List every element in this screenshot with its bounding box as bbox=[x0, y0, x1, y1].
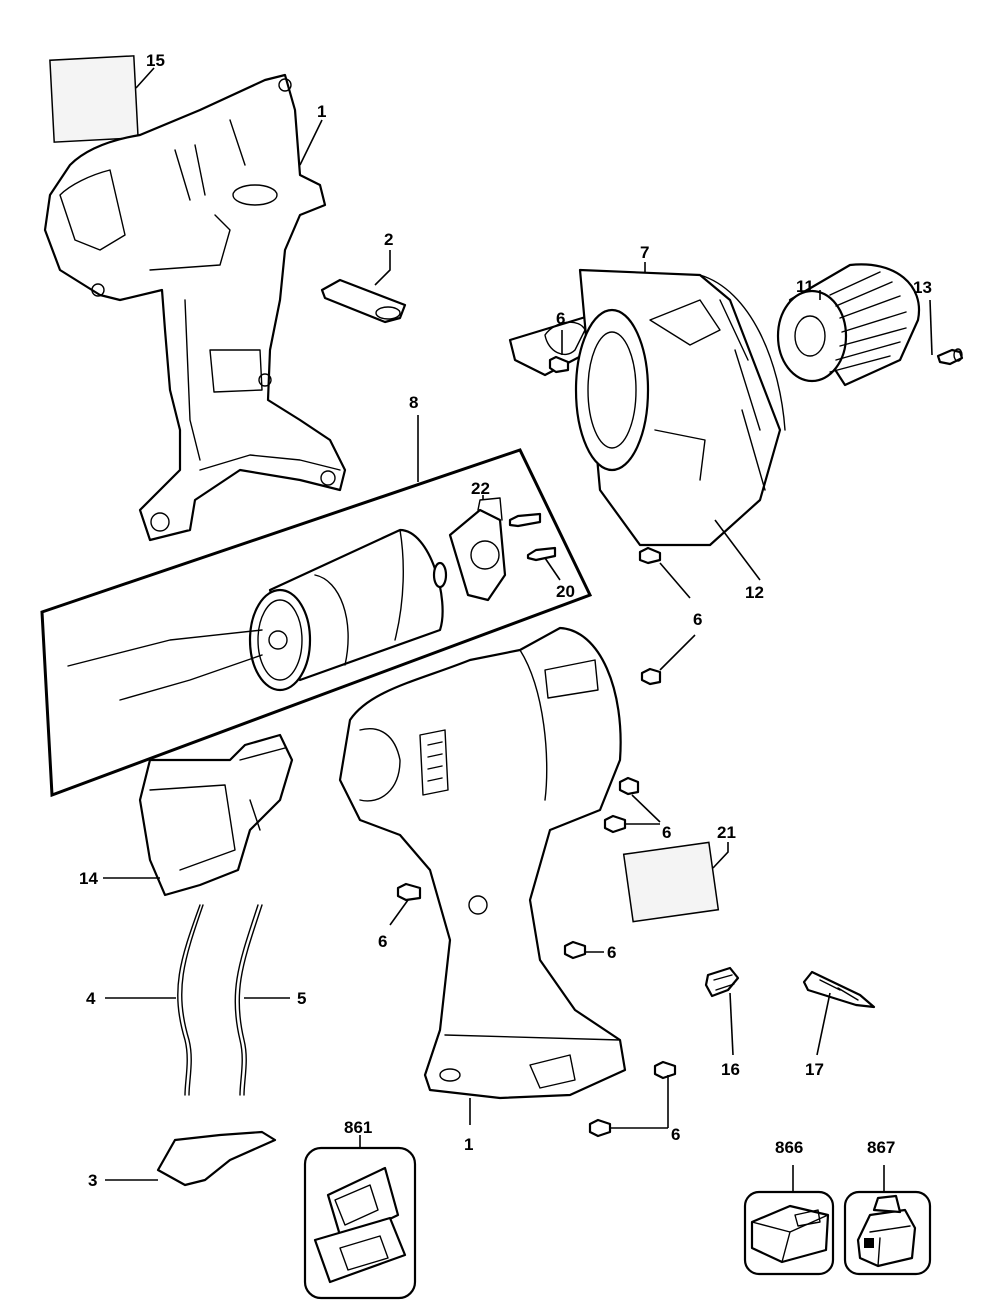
accessory-866-charger: 866 bbox=[743, 1138, 835, 1276]
label-6-a: 6 bbox=[556, 309, 565, 328]
part-5-wire: 5 bbox=[234, 904, 306, 1096]
label-13: 13 bbox=[913, 278, 932, 297]
label-4: 4 bbox=[86, 989, 96, 1008]
label-866: 866 bbox=[775, 1138, 803, 1157]
part-11-chuck: 11 bbox=[776, 263, 921, 387]
part-6-screw-d: 6 bbox=[603, 776, 671, 842]
motor bbox=[248, 528, 448, 692]
part-8-motor-kit: 8 22 20 bbox=[40, 393, 593, 798]
part-6-screw-b: 6 bbox=[638, 546, 702, 629]
part-13-chuck-screw: 13 bbox=[913, 278, 964, 366]
part-17-bit: 17 bbox=[802, 970, 876, 1079]
part-1-housing-right: 1 bbox=[338, 626, 627, 1154]
part-2-clip: 2 bbox=[320, 230, 407, 324]
label-20: 20 bbox=[556, 582, 575, 601]
label-3: 3 bbox=[88, 1171, 97, 1190]
label-1-bottom: 1 bbox=[464, 1135, 473, 1154]
label-6-c: 6 bbox=[662, 823, 671, 842]
part-6-screw-a: 6 bbox=[548, 309, 570, 374]
part-4-wire: 4 bbox=[86, 904, 204, 1096]
label-7: 7 bbox=[640, 243, 649, 262]
part-22-brush-holder: 22 bbox=[448, 479, 507, 602]
label-21: 21 bbox=[717, 823, 736, 842]
label-12: 12 bbox=[745, 583, 764, 602]
label-16: 16 bbox=[721, 1060, 740, 1079]
part-6-screw-e: 6 bbox=[378, 882, 422, 951]
label-17: 17 bbox=[805, 1060, 824, 1079]
label-1-top: 1 bbox=[317, 102, 326, 121]
label-6-b: 6 bbox=[693, 610, 702, 629]
label-2: 2 bbox=[384, 230, 393, 249]
part-16-spring-clip: 16 bbox=[704, 966, 740, 1079]
label-14: 14 bbox=[79, 869, 98, 888]
label-5: 5 bbox=[297, 989, 306, 1008]
label-6-d: 6 bbox=[378, 932, 387, 951]
part-21-label: 21 bbox=[622, 823, 736, 923]
part-3-bracket: 3 bbox=[88, 1130, 277, 1190]
label-6-e: 6 bbox=[607, 943, 616, 962]
label-15: 15 bbox=[146, 51, 165, 70]
label-8: 8 bbox=[409, 393, 418, 412]
part-20-brush-screws: 20 bbox=[508, 512, 575, 601]
label-867: 867 bbox=[867, 1138, 895, 1157]
part-15-label-plate: 15 bbox=[49, 51, 165, 143]
label-22: 22 bbox=[471, 479, 490, 498]
label-6-f: 6 bbox=[671, 1125, 680, 1144]
label-861: 861 bbox=[344, 1118, 372, 1137]
part-6-screw-g: 6 bbox=[588, 1060, 680, 1144]
part-6-screw-c bbox=[640, 634, 696, 686]
part-14-switch: 14 bbox=[79, 733, 294, 897]
label-11: 11 bbox=[796, 277, 814, 296]
accessory-867-battery: 867 bbox=[843, 1138, 932, 1276]
part-12-gearbox: 12 bbox=[574, 268, 786, 602]
part-1-housing-left: 1 bbox=[43, 73, 347, 542]
accessory-861-kit-box: 861 bbox=[303, 1118, 417, 1300]
part-6-screw-f: 6 bbox=[563, 940, 616, 962]
